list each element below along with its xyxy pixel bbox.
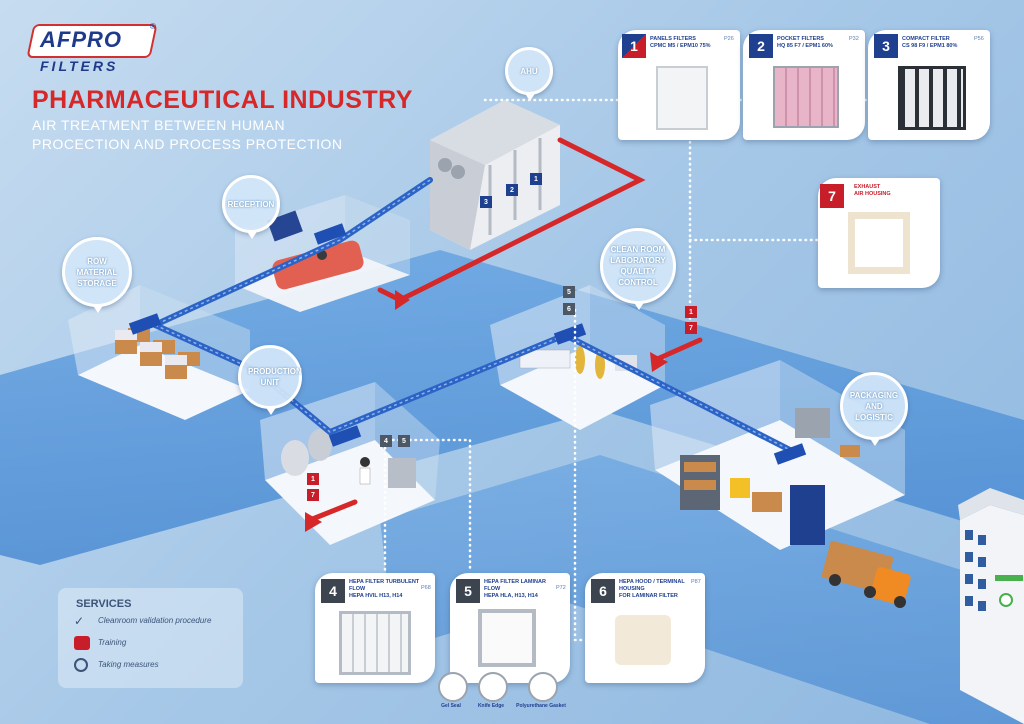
- clean-room-tag-5: 5: [563, 286, 575, 298]
- room-reception: [235, 195, 410, 312]
- services-panel: SERVICES ✓ Cleanroom validation procedur…: [58, 588, 243, 688]
- gauge-icon: [74, 658, 88, 672]
- training-icon: [74, 636, 90, 650]
- zone-label-storage: ROW MATERIAL STORAGE: [76, 256, 118, 288]
- polyurethane-gasket-icon: [528, 672, 558, 702]
- zone-label-packaging: PACKAGING AND LOGISTIC: [849, 390, 899, 422]
- office-building: [958, 488, 1024, 724]
- floor-band: [0, 250, 1024, 565]
- zone-bubble-storage[interactable]: ROW MATERIAL STORAGE: [62, 237, 132, 313]
- brand-subname: FILTERS: [40, 58, 119, 74]
- ahu-tag-2: 2: [506, 184, 518, 196]
- hepa-hood-image: [615, 615, 671, 665]
- exhaust-tag-1: 1: [685, 306, 697, 318]
- zone-label-reception: RECEPTION: [227, 199, 275, 209]
- filter-number-2: 2: [749, 34, 773, 58]
- exhaust-housing-image: [848, 212, 910, 274]
- zone-label-ahu: AHU: [520, 66, 538, 76]
- ahu-tag-1: 1: [530, 173, 542, 185]
- ahu-tag-3: 3: [480, 196, 492, 208]
- filter-title-4: HEPA FILTER Turbulent flowHEPA HVIL H13,…: [349, 579, 420, 599]
- hepa-turbulent-image: [339, 611, 411, 675]
- brand-logo[interactable]: AFPRO ® FILTERS: [26, 22, 158, 76]
- filter-number-4: 4: [321, 579, 345, 603]
- filter-card-5[interactable]: 5 HEPA FILTER Laminar flowHEPA HLA, H13,…: [450, 573, 570, 683]
- ahu-unit: [430, 100, 560, 250]
- diffusers: [128, 223, 807, 465]
- service-item-validation[interactable]: Cleanroom validation procedure: [98, 616, 212, 625]
- gel-seal-icon: [438, 672, 468, 702]
- exhaust-tag-7: 7: [685, 322, 697, 334]
- service-item-training[interactable]: Training: [98, 638, 127, 647]
- hepa-laminar-image: [478, 609, 536, 667]
- filter-number-7: 7: [820, 184, 844, 208]
- services-title: SERVICES: [76, 598, 132, 610]
- production-tag-7: 7: [307, 489, 319, 501]
- clean-room-tag-6: 6: [563, 303, 575, 315]
- zone-label-production: PRODUCTION UNIT: [248, 367, 302, 387]
- filter-page-3: P56: [974, 36, 984, 42]
- filter-number-3: 3: [874, 34, 898, 58]
- zone-label-clean-room: CLEAN ROOM LABORATORY QUALITY CONTROL: [610, 245, 666, 287]
- filter-title-5: HEPA FILTER Laminar flowHEPA HLA, H13, H…: [484, 579, 546, 599]
- filter-page-1: P26: [724, 36, 734, 42]
- gasket-label-polyurethane: Polyurethane Gasket: [516, 703, 566, 709]
- page-subtitle: AIR TREATMENT BETWEEN HUMAN PROCECTION A…: [32, 117, 343, 152]
- production-tag-4: 4: [380, 435, 392, 447]
- room-storage: [68, 285, 250, 420]
- production-tag-5: 5: [398, 435, 410, 447]
- gasket-label-knife-edge: Knife Edge: [477, 703, 505, 709]
- filter-page-4: P68: [421, 585, 431, 591]
- page-title: PHARMACEUTICAL INDUSTRY: [32, 86, 413, 114]
- zone-bubble-production[interactable]: PRODUCTION UNIT: [238, 345, 302, 415]
- pocket-filter-image: [773, 66, 839, 128]
- filter-page-2: P32: [849, 36, 859, 42]
- production-tag-1: 1: [307, 473, 319, 485]
- panel-filter-image: [656, 66, 708, 130]
- zone-bubble-reception[interactable]: RECEPTION: [222, 175, 280, 239]
- checklist-icon: ✓: [74, 614, 85, 628]
- brand-name: AFPRO: [40, 27, 122, 52]
- exhaust-duct: [307, 137, 703, 523]
- filter-number-6: 6: [591, 579, 615, 603]
- compact-filter-image: [898, 66, 966, 130]
- zone-bubble-clean-room[interactable]: CLEAN ROOM LABORATORY QUALITY CONTROL: [600, 228, 676, 310]
- service-item-measures[interactable]: Taking measures: [98, 660, 159, 669]
- truck: [821, 540, 911, 608]
- zone-bubble-ahu[interactable]: AHU: [505, 47, 553, 101]
- knife-edge-icon: [478, 672, 508, 702]
- filter-page-5: P72: [556, 585, 566, 591]
- zone-bubble-packaging[interactable]: PACKAGING AND LOGISTIC: [840, 372, 908, 446]
- filter-number-1: 1: [622, 34, 646, 58]
- filter-page-6: P87: [691, 579, 701, 585]
- gasket-label-gel-seal: Gel Seal: [441, 703, 461, 709]
- filter-card-4[interactable]: 4 HEPA FILTER Turbulent flowHEPA HVIL H1…: [315, 573, 435, 683]
- filter-number-5: 5: [456, 579, 480, 603]
- registered-mark: ®: [150, 22, 156, 31]
